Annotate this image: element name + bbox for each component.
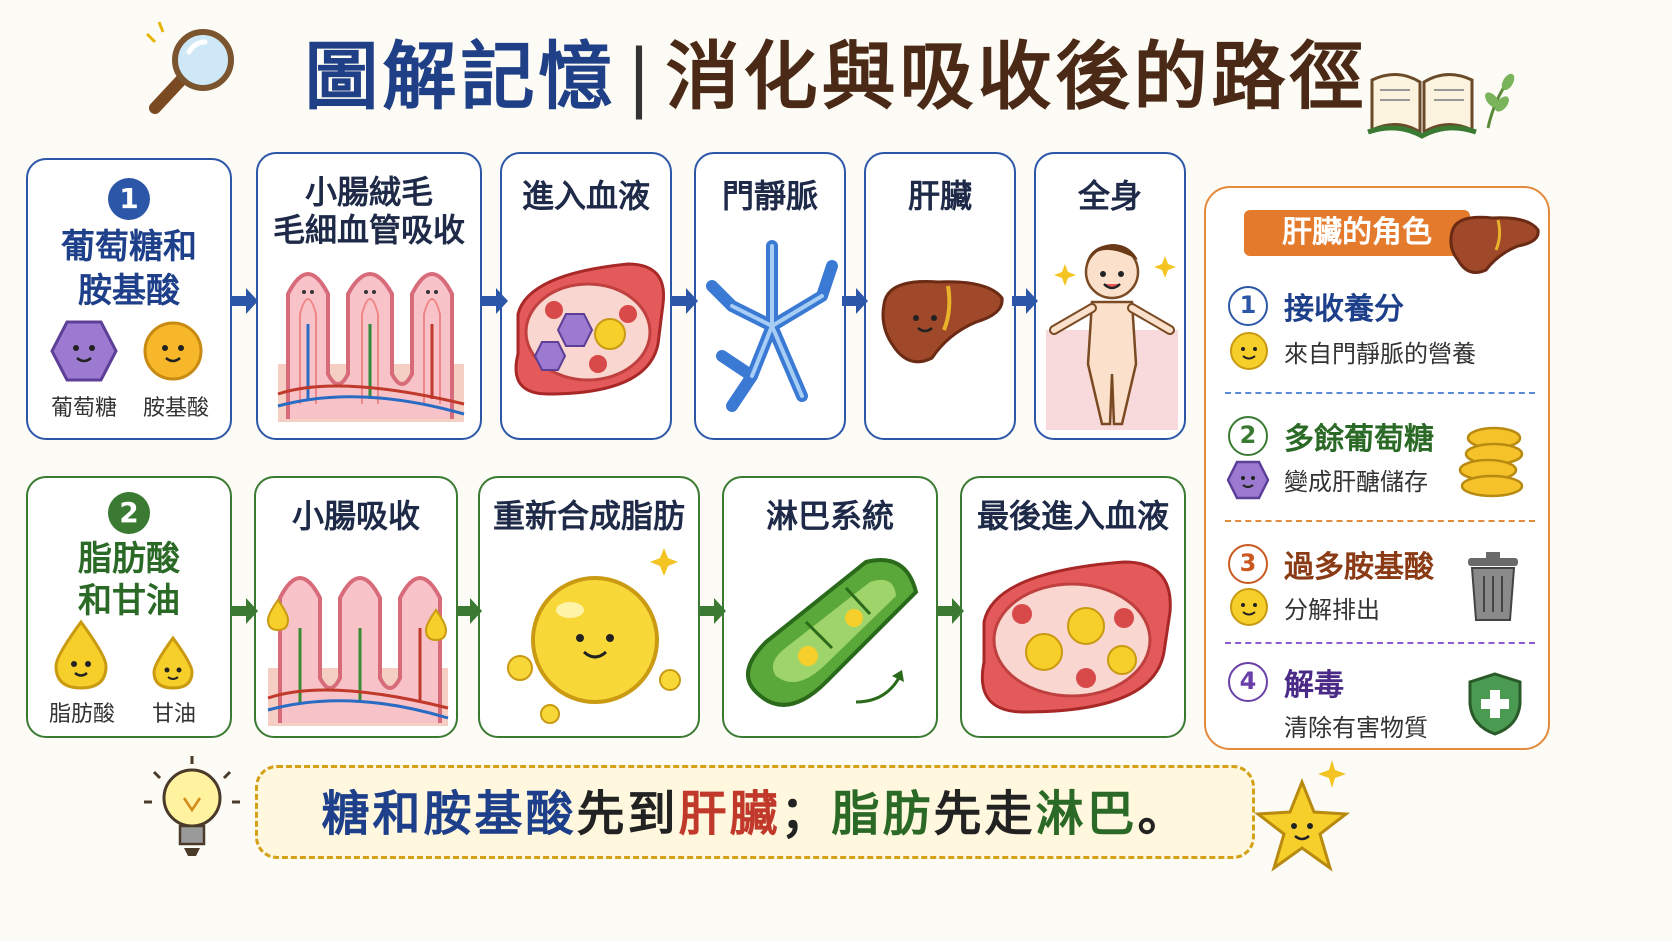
role1-desc: 來自門靜脈的營養 [1284,340,1476,368]
row1-step-portal-vein: 門靜脈 [694,152,846,440]
title-separator: | [626,34,656,120]
role1-title: 接收養分 [1284,292,1404,327]
title-part2: 消化與吸收後的路徑 [665,34,1368,120]
row2-step-blood: 最後進入血液 [960,476,1186,738]
row1-step2-label: 進入血液 [521,177,650,215]
row2-item-glycerol-label: 甘油 [151,702,196,727]
arrow-right-icon [482,288,508,314]
summary-part5: 脂肪 [831,786,934,842]
liver-illustration [881,279,1004,364]
amino-acid-ball-icon [143,321,203,381]
row2-heading-line2: 和甘油 [78,581,180,621]
lightbulb-icon [144,756,240,856]
row2-step-lymph: 淋巴系統 [722,476,938,738]
glycogen-coins-icon [1458,426,1524,498]
glucose-hexagon-icon [1226,460,1270,500]
blood-vessel-fat-illustration [980,560,1172,714]
summary-part6: 先走 [933,786,1036,842]
role-divider [1225,642,1535,644]
row1-step-villi: 小腸絨毛 毛細血管吸收 [256,152,482,440]
child-body-illustration [1046,244,1178,430]
role3-number: 3 [1228,544,1268,584]
book-icon [1367,73,1477,139]
row2-step4-label: 最後進入血液 [976,497,1169,535]
row1-item-amino-label: 胺基酸 [142,396,209,421]
trash-can-icon [1468,552,1518,621]
smiley-ball-icon [1230,332,1268,370]
glycerol-drop-icon [152,635,194,690]
row1-step1-line1: 小腸絨毛 [304,173,433,211]
smiley-ball-icon [1230,588,1268,626]
page-title: 圖解記憶|消化與吸收後的路徑 [0,22,1672,132]
row2-step-intestine: 小腸吸收 [254,476,458,738]
arrow-right-icon [672,288,698,314]
star-mascot-icon [1253,777,1351,872]
row1-number: 1 [108,178,150,220]
arrow-right-icon [700,598,726,624]
glucose-hexagon-icon [50,320,118,382]
lymph-vessel-illustration [746,558,919,707]
summary-text: 糖和胺基酸先到肝臟；脂肪先走淋巴。 [258,784,1252,844]
shield-cross-icon [1468,672,1522,736]
role1-number: 1 [1228,286,1268,326]
row2-step-resynthesize: 重新合成脂肪 [478,476,700,738]
row2-item-fatty-acid-label: 脂肪酸 [48,702,115,727]
role3-title: 過多胺基酸 [1284,550,1434,585]
arrow-right-icon [232,288,258,314]
summary-part3: 肝臟 [678,786,781,842]
fat-globule-illustration [507,548,681,724]
arrow-right-icon [938,598,964,624]
role4-number: 4 [1228,662,1268,702]
role-divider [1225,392,1535,394]
fatty-acid-drop-icon [54,619,108,690]
summary-part1: 糖和胺基酸 [321,786,577,842]
leaf-sprig-icon [1485,73,1515,129]
row1-step3-label: 門靜脈 [721,177,818,215]
row1-step1-line2: 毛細血管吸收 [272,211,465,249]
row1-step-blood: 進入血液 [500,152,672,440]
row1-heading-line2: 胺基酸 [78,271,180,311]
arrow-right-icon [1012,288,1038,314]
row1-heading-line1: 葡萄糖和 [61,227,197,267]
liver-role-title: 肝臟的角色 [1282,215,1432,250]
role2-title: 多餘葡萄糖 [1284,422,1434,457]
row1-step-liver: 肝臟 [864,152,1016,440]
row1-heading-card: 1 葡萄糖和 胺基酸 葡萄糖 胺基酸 [26,158,232,440]
arrow-right-icon [456,598,482,624]
role2-number: 2 [1228,416,1268,456]
magnifier-icon [145,21,234,114]
role4-desc: 清除有害物質 [1284,714,1428,742]
portal-vein-illustration [706,240,838,412]
villi-illustration [277,272,465,422]
row1-step5-label: 全身 [1077,177,1142,215]
row2-number: 2 [108,492,150,534]
row1-item-glucose-label: 葡萄糖 [50,396,117,421]
summary-box: 糖和胺基酸先到肝臟；脂肪先走淋巴。 [255,765,1255,859]
row1-step4-label: 肝臟 [907,177,972,215]
row1-step-whole-body: 全身 [1034,152,1186,440]
summary-part2: 先到 [576,786,679,842]
role2-desc: 變成肝醣儲存 [1284,468,1428,496]
role3-desc: 分解排出 [1284,596,1380,624]
arrow-right-icon [842,288,868,314]
summary-part7: 淋巴 [1035,786,1138,842]
blood-vessel-illustration [514,262,666,396]
row2-heading-line1: 脂肪酸 [78,539,180,579]
role-divider [1225,520,1535,522]
row2-step2-label: 重新合成脂肪 [492,497,685,535]
summary-part8: 。 [1137,786,1189,842]
row2-heading-card: 2 脂肪酸 和甘油 脂肪酸 甘油 [26,476,232,738]
summary-part4: ； [780,786,832,842]
row2-step3-label: 淋巴系統 [765,497,894,535]
title-part1: 圖解記憶 [304,34,617,120]
row2-step1-label: 小腸吸收 [291,497,420,535]
role4-title: 解毒 [1284,668,1344,703]
liver-icon [1449,215,1540,274]
villi-lymph-illustration [266,576,449,726]
arrow-right-icon [232,598,258,624]
sparkle-icon [1318,760,1346,788]
liver-role-title-banner [1244,210,1470,256]
